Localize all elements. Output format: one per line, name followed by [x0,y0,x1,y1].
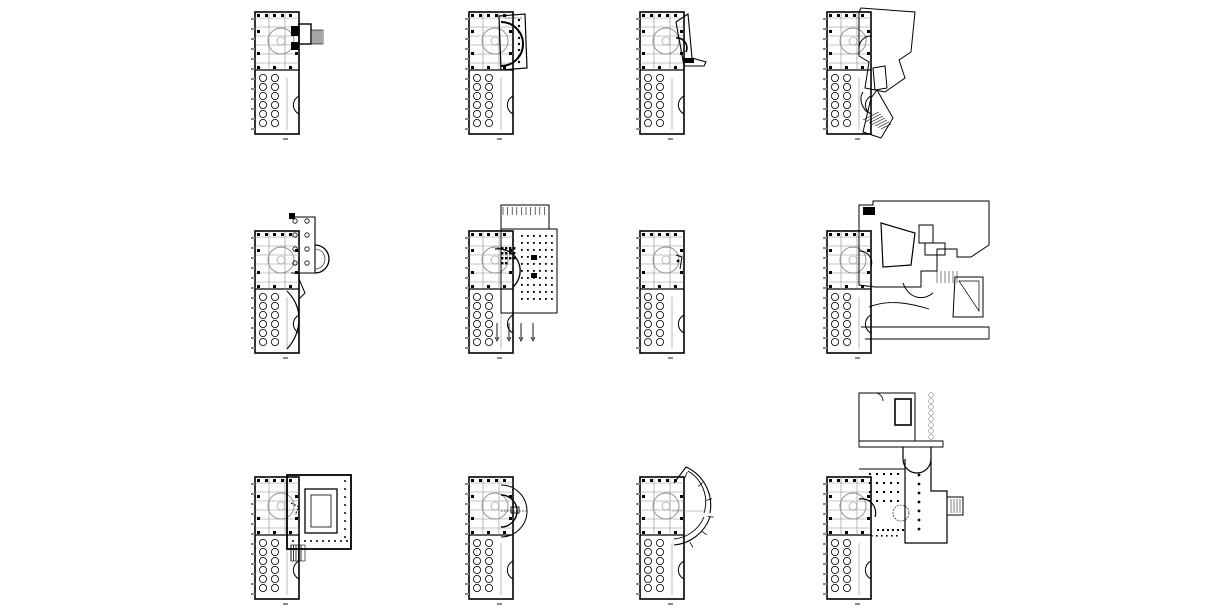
addition-small-angled [675,13,707,67]
floor-plan-r3c1 [247,473,367,613]
addition-minimal [675,254,683,270]
addition-axial-wing [858,392,964,544]
base-building [636,11,685,140]
base-building [823,230,872,359]
addition-small-rect-stair [291,23,324,50]
addition-complex-wide [858,200,990,340]
floor-plan-r1c4 [819,7,939,148]
floor-plan-r3c4 [819,392,964,613]
floor-plan-r1c1 [247,8,367,148]
base-building [251,476,300,605]
base-building [465,476,514,605]
floor-plan-r2c1 [247,213,367,367]
addition-circular-drum [500,484,528,538]
base-building [465,230,514,359]
addition-courtyard-block [286,474,352,562]
addition-free-form-large [858,7,916,139]
addition-curved-hall [498,13,528,71]
base-building [823,476,872,605]
floor-plan-r3c3 [632,466,752,613]
floor-plan-r3c2 [461,473,581,613]
floor-plan-r1c3 [632,8,752,148]
floor-plan-r2c3 [632,227,752,367]
floor-plan-r2c2 [461,204,581,367]
floor-plan-r1c2 [461,8,581,148]
base-building [636,476,685,605]
addition-domed-chapel [286,213,330,350]
addition-crescent-arcs [672,466,714,548]
base-building [636,230,685,359]
base-building [251,230,300,359]
floor-plan-r2c4 [819,200,990,367]
addition-hypostyle-grid [494,204,558,342]
base-building [823,11,872,140]
base-building [465,11,514,140]
